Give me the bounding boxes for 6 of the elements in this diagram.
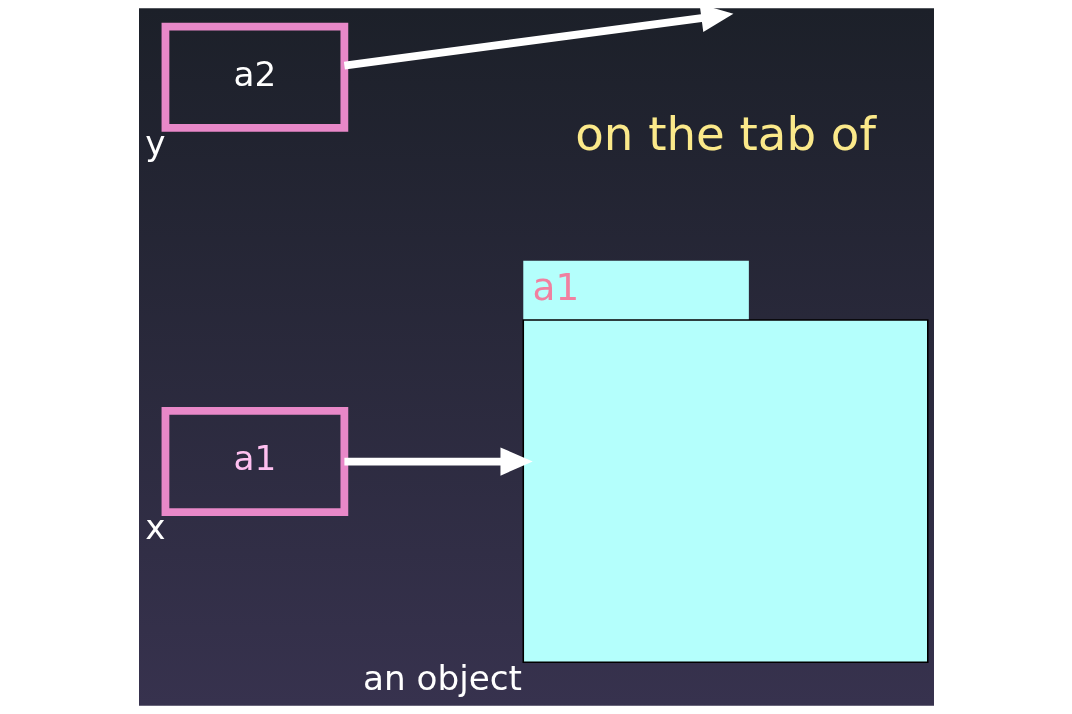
arrow — [343, 447, 533, 476]
node-box: a1 — [161, 407, 348, 516]
arrow — [343, 8, 733, 70]
node-box: a2 — [161, 22, 348, 132]
label: on the tab of — [574, 106, 876, 161]
node-label: an object — [362, 657, 522, 698]
